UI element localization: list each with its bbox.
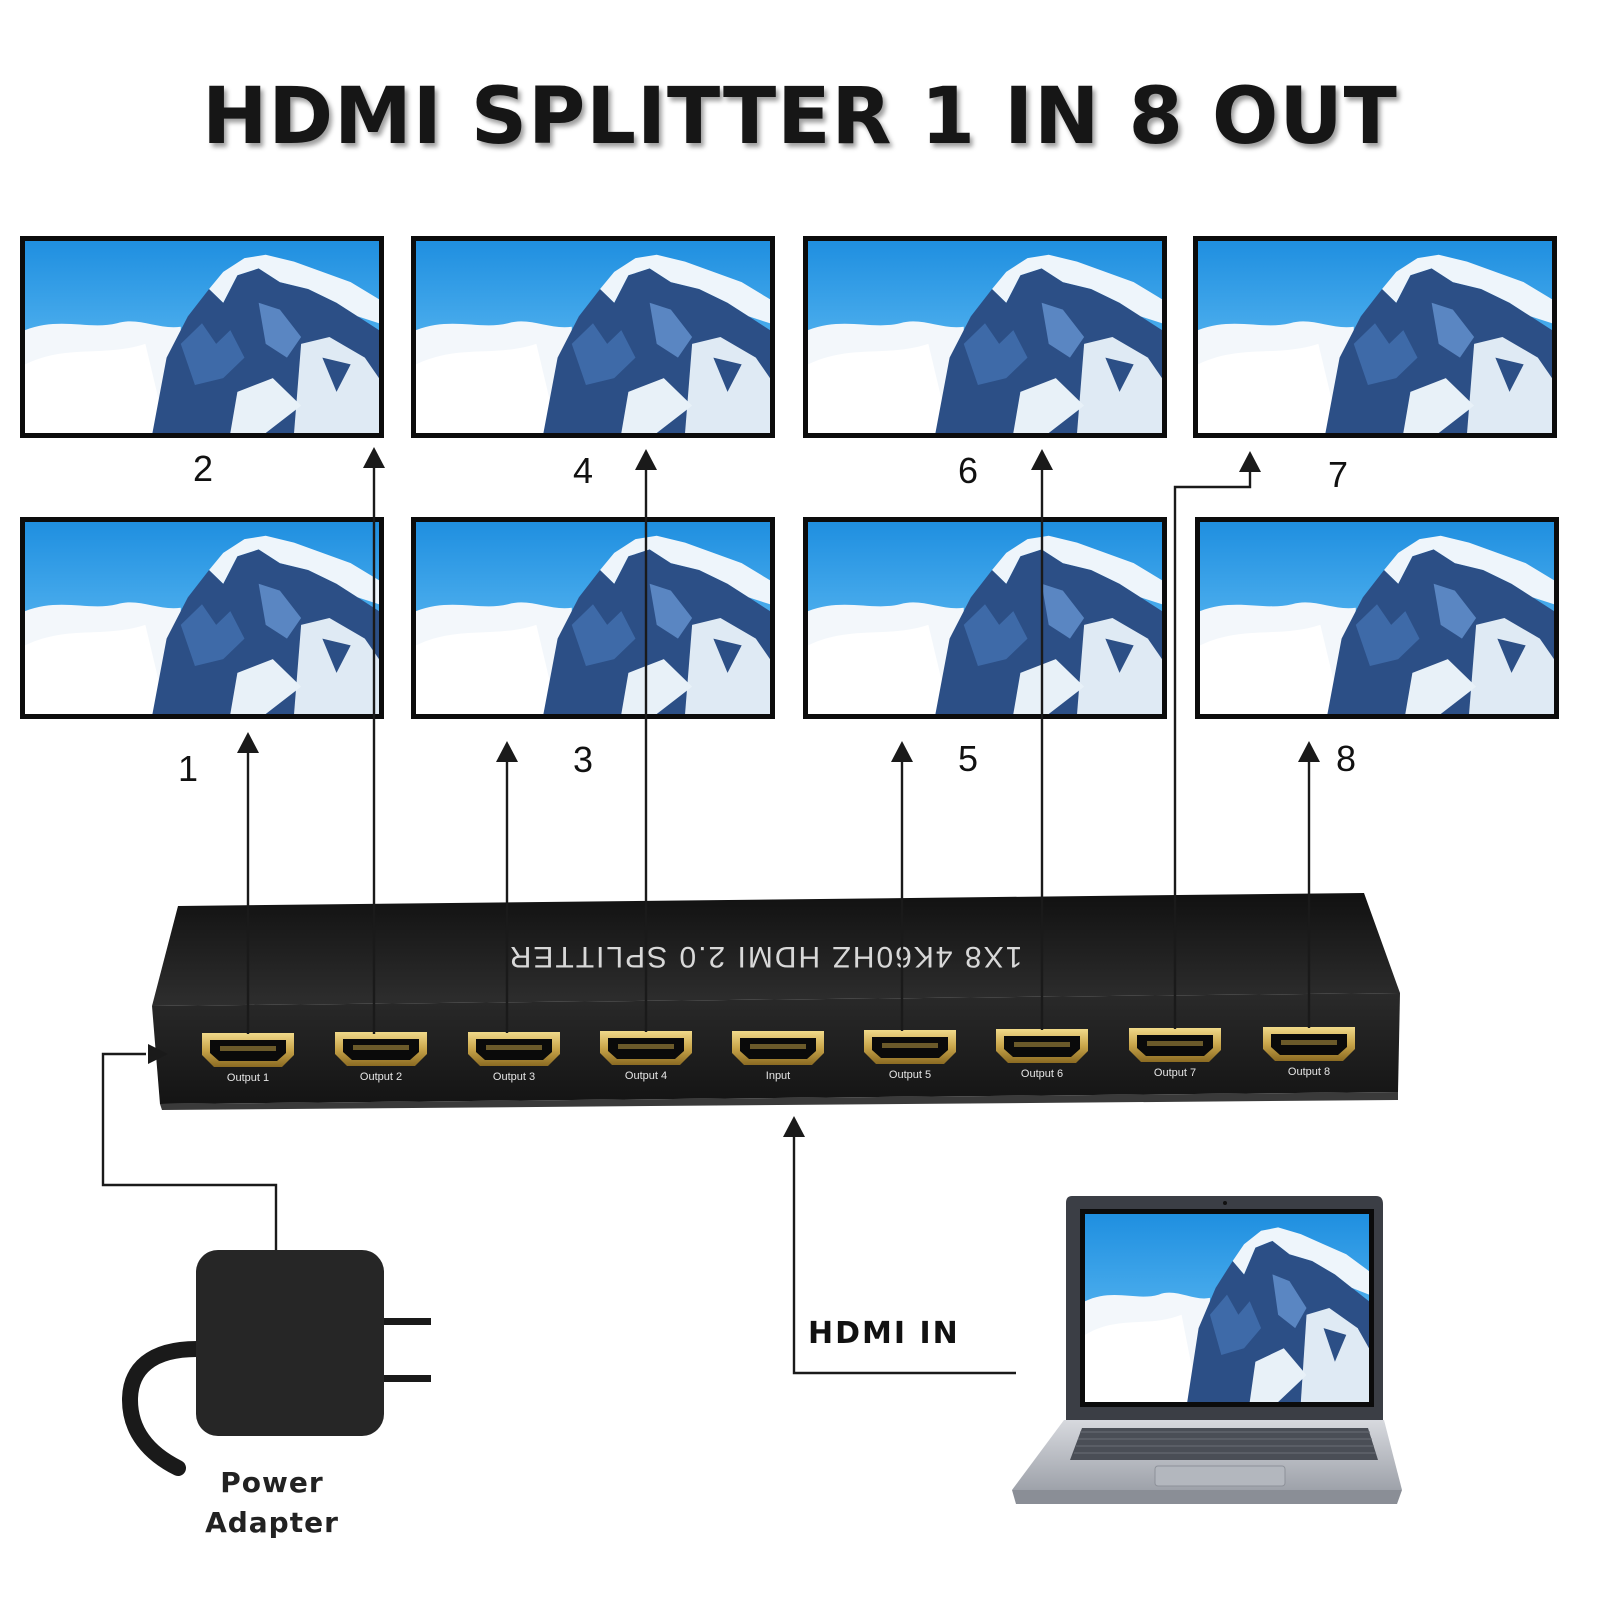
arrowhead xyxy=(1298,741,1320,762)
arrowhead xyxy=(783,1116,805,1137)
screen-number: 8 xyxy=(1336,738,1356,779)
device-top xyxy=(152,893,1400,1006)
hdmi-port-pins xyxy=(750,1044,806,1049)
hdmi-port-pins xyxy=(882,1043,938,1048)
connection-power xyxy=(101,1044,278,1250)
arrowhead xyxy=(363,447,385,468)
connection-lines: HDMI IN xyxy=(101,447,1320,1375)
device-bottom-edge xyxy=(160,1092,1398,1110)
mountain-image xyxy=(808,241,1162,433)
screen-number: 5 xyxy=(958,738,978,779)
connection-output-7 xyxy=(1173,451,1261,1029)
port-label: Output 5 xyxy=(889,1069,931,1081)
hdmi-port-4: Output 4 xyxy=(600,1031,692,1082)
mountain-image xyxy=(416,241,770,433)
diagram-title: HDMI SPLITTER 1 IN 8 OUT xyxy=(202,72,1398,162)
device-label: 1X8 4K60HZ HDMI 2.0 SPLITTER xyxy=(508,940,1023,973)
hdmi-port-pins xyxy=(1014,1042,1070,1047)
arrowhead xyxy=(496,741,518,762)
hdmi-port-pins xyxy=(220,1046,276,1051)
laptop xyxy=(1012,1196,1402,1504)
power-cord xyxy=(121,1340,208,1476)
screen-6: 6 xyxy=(803,236,1167,491)
screen-1: 1 xyxy=(20,517,384,789)
port-label: Input xyxy=(766,1070,790,1082)
hdmi-port-5: Input xyxy=(732,1031,824,1082)
hdmi-port-pins xyxy=(486,1045,542,1050)
hdmi-port-1: Output 1 xyxy=(202,1033,294,1084)
hdmi-port-pins xyxy=(1281,1040,1337,1045)
laptop-screen xyxy=(1085,1214,1369,1402)
screen-number: 1 xyxy=(178,748,198,789)
screens: 1 2 3 4 5 6 7 8 xyxy=(20,236,1559,789)
mountain-image xyxy=(25,241,379,433)
connection-output-2 xyxy=(363,447,385,1034)
connector xyxy=(792,1136,1016,1375)
connection-output-8 xyxy=(1298,741,1320,1028)
power-label-line1: Power xyxy=(220,1466,323,1499)
hdmi-port-pins xyxy=(353,1045,409,1050)
arrowhead xyxy=(237,732,259,753)
mountain-image xyxy=(1198,241,1552,433)
connection-input: HDMI IN xyxy=(783,1116,1016,1375)
mountain-image xyxy=(808,522,1162,714)
hdmi-in-label: HDMI IN xyxy=(808,1316,960,1351)
arrowhead xyxy=(635,449,657,470)
port-label: Output 1 xyxy=(227,1072,269,1084)
hdmi-port-6: Output 5 xyxy=(864,1030,956,1081)
mountain-image xyxy=(1200,522,1554,714)
adapter-prong xyxy=(384,1375,431,1382)
hdmi-port-9: Output 8 xyxy=(1263,1027,1355,1078)
port-label: Output 7 xyxy=(1154,1067,1196,1079)
screen-number: 6 xyxy=(958,450,978,491)
port-label: Output 6 xyxy=(1021,1068,1063,1080)
arrowhead xyxy=(1239,451,1261,472)
laptop-trackpad xyxy=(1154,1465,1286,1487)
screen-number: 4 xyxy=(573,450,593,491)
screen-8: 8 xyxy=(1195,517,1559,779)
power-label-line2: Adapter xyxy=(205,1506,339,1539)
hdmi-port-7: Output 6 xyxy=(996,1029,1088,1080)
screen-4: 4 xyxy=(411,236,775,491)
hdmi-port-3: Output 3 xyxy=(468,1032,560,1083)
hdmi-port-pins xyxy=(618,1044,674,1049)
webcam-icon xyxy=(1223,1201,1227,1205)
hdmi-port-8: Output 7 xyxy=(1129,1028,1221,1079)
mountain-image xyxy=(416,522,770,714)
port-label: Output 8 xyxy=(1288,1066,1330,1078)
hdmi-splitter-device: 1X8 4K60HZ HDMI 2.0 SPLITTER Output 1 Outp… xyxy=(152,893,1400,1110)
screen-2: 2 xyxy=(20,236,384,489)
laptop-front-edge xyxy=(1012,1490,1402,1504)
port-label: Output 3 xyxy=(493,1071,535,1083)
laptop-keyboard xyxy=(1070,1428,1378,1460)
connector xyxy=(1173,472,1252,1029)
screen-number: 7 xyxy=(1328,454,1348,495)
mountain-image xyxy=(25,522,379,714)
hdmi-port-pins xyxy=(1147,1041,1203,1046)
screen-7: 7 xyxy=(1193,236,1557,495)
connection-output-4 xyxy=(635,449,657,1032)
port-label: Output 4 xyxy=(625,1070,667,1082)
connection-output-5 xyxy=(891,741,913,1031)
screen-5: 5 xyxy=(803,517,1167,779)
adapter-body xyxy=(196,1250,384,1436)
screen-number: 2 xyxy=(193,448,213,489)
hdmi-port-2: Output 2 xyxy=(335,1032,427,1083)
arrowhead xyxy=(1031,449,1053,470)
arrowhead xyxy=(891,741,913,762)
screen-number: 3 xyxy=(573,739,593,780)
arrowhead xyxy=(148,1044,168,1064)
port-label: Output 2 xyxy=(360,1071,402,1083)
adapter-prong xyxy=(384,1318,431,1325)
connection-output-1 xyxy=(237,732,259,1034)
connection-output-6 xyxy=(1031,449,1053,1030)
screen-3: 3 xyxy=(411,517,775,780)
connector xyxy=(101,1052,278,1250)
connection-output-3 xyxy=(496,741,518,1033)
